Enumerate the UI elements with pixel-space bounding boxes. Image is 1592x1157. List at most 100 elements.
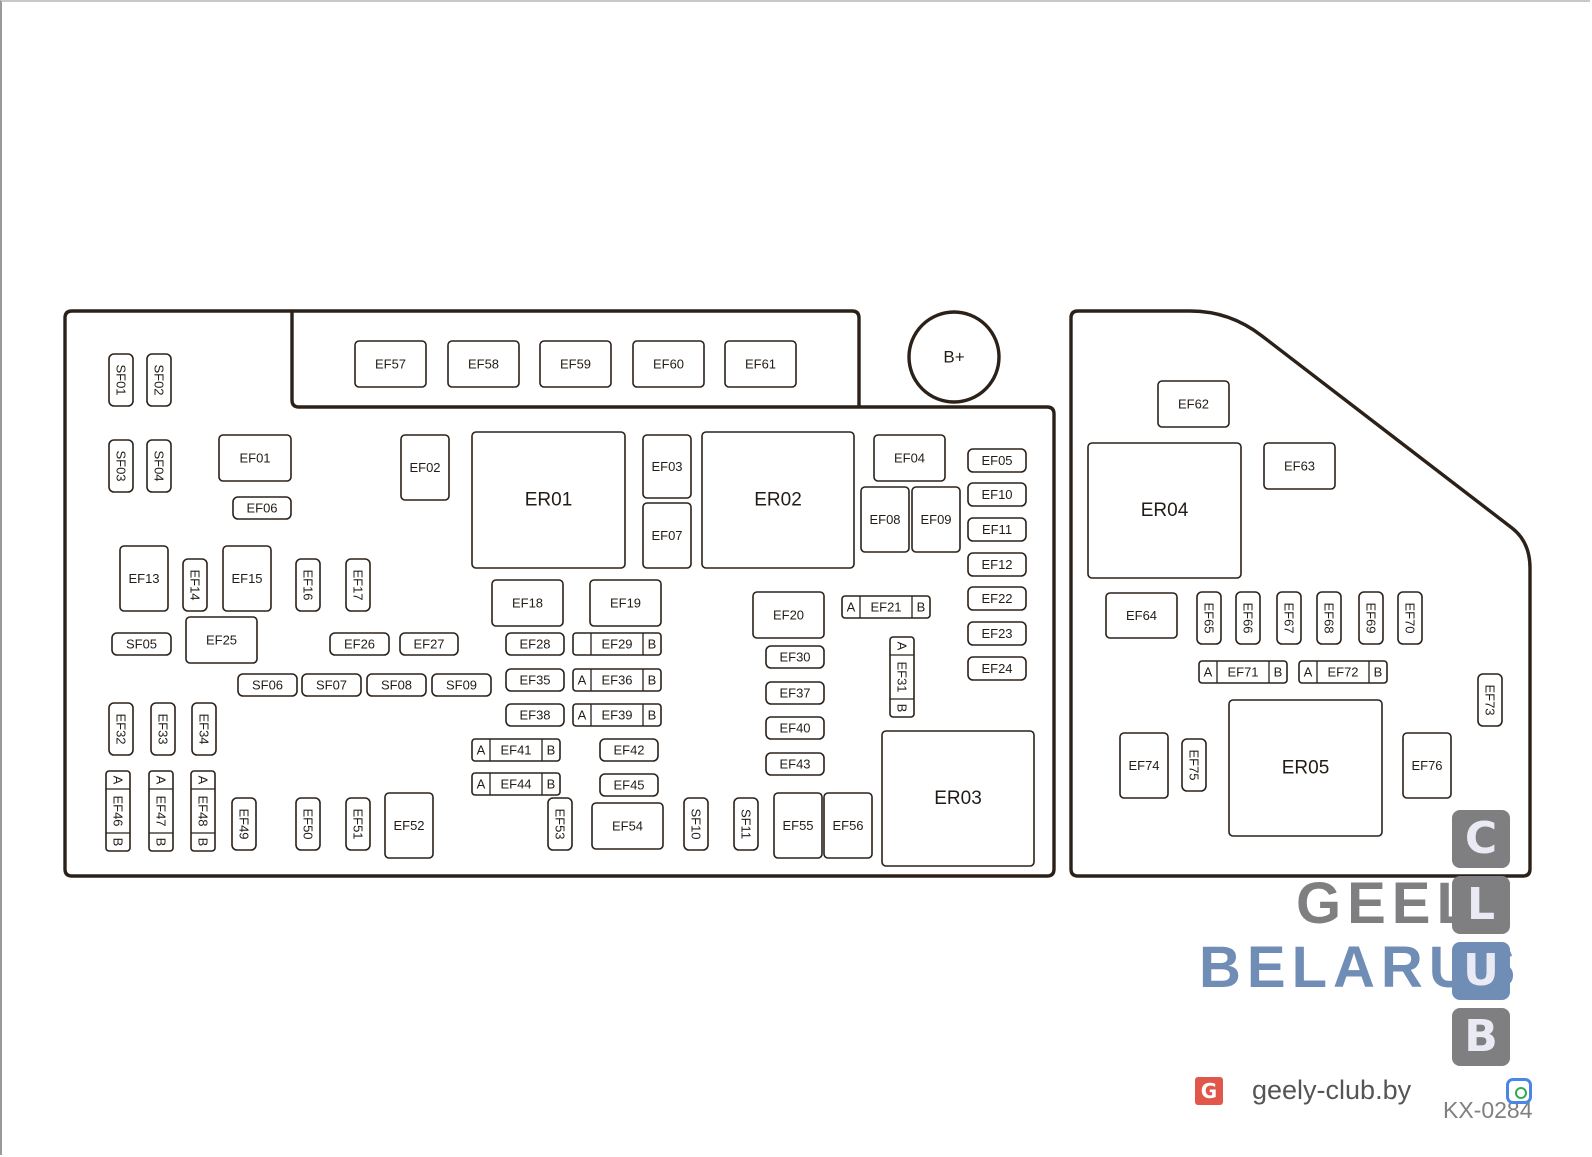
ef48-pin-a: A bbox=[196, 776, 211, 785]
ef45-fuse[interactable]: EF45 bbox=[599, 773, 659, 797]
ef52-fuse[interactable]: EF52 bbox=[384, 792, 434, 859]
ef67-fuse[interactable]: EF67 bbox=[1276, 591, 1302, 645]
sf02-fuse[interactable]: SF02 bbox=[146, 353, 172, 407]
sf01-fuse[interactable]: SF01 bbox=[108, 353, 134, 407]
ef69-fuse[interactable]: EF69 bbox=[1358, 591, 1384, 645]
ef57-fuse[interactable]: EF57 bbox=[354, 340, 427, 388]
ef61-fuse[interactable]: EF61 bbox=[724, 340, 797, 388]
ef64-fuse[interactable]: EF64 bbox=[1105, 592, 1178, 639]
ef51-fuse[interactable]: EF51 bbox=[345, 797, 371, 851]
ef22-fuse[interactable]: EF22 bbox=[967, 586, 1027, 611]
er04-relay[interactable]: ER04 bbox=[1087, 442, 1242, 579]
er05-relay[interactable]: ER05 bbox=[1228, 699, 1383, 837]
sf04-fuse[interactable]: SF04 bbox=[146, 439, 172, 493]
sf10-fuse[interactable]: SF10 bbox=[683, 797, 709, 851]
ef76-fuse[interactable]: EF76 bbox=[1402, 732, 1452, 799]
ef50-fuse[interactable]: EF50 bbox=[295, 797, 321, 851]
ef15-fuse[interactable]: EF15 bbox=[222, 545, 272, 612]
er01-relay[interactable]: ER01 bbox=[471, 431, 626, 569]
ef65-fuse[interactable]: EF65 bbox=[1196, 591, 1222, 645]
ef16-label: EF16 bbox=[301, 569, 316, 600]
ef40-fuse[interactable]: EF40 bbox=[765, 716, 825, 740]
ef70-fuse[interactable]: EF70 bbox=[1397, 591, 1423, 645]
ef43-fuse[interactable]: EF43 bbox=[765, 752, 825, 776]
sf08-fuse[interactable]: SF08 bbox=[366, 673, 427, 697]
ef18-fuse[interactable]: EF18 bbox=[491, 579, 564, 627]
ef23-fuse[interactable]: EF23 bbox=[967, 621, 1027, 646]
ef01-fuse[interactable]: EF01 bbox=[218, 434, 292, 482]
ef24-fuse[interactable]: EF24 bbox=[967, 656, 1027, 681]
ef03-fuse[interactable]: EF03 bbox=[642, 434, 692, 499]
ef10-fuse[interactable]: EF10 bbox=[967, 482, 1027, 507]
ef04-fuse[interactable]: EF04 bbox=[873, 434, 946, 482]
ef35-fuse[interactable]: EF35 bbox=[505, 668, 565, 692]
ef26-label: EF26 bbox=[344, 637, 375, 652]
er03-relay[interactable]: ER03 bbox=[881, 730, 1035, 867]
ef66-fuse[interactable]: EF66 bbox=[1235, 591, 1261, 645]
ef63-fuse[interactable]: EF63 bbox=[1263, 442, 1336, 490]
ef04-label: EF04 bbox=[894, 451, 925, 466]
ef56-fuse[interactable]: EF56 bbox=[823, 792, 873, 859]
ef17-body bbox=[345, 558, 371, 612]
ef14-fuse[interactable]: EF14 bbox=[182, 558, 208, 612]
ef74-fuse[interactable]: EF74 bbox=[1119, 732, 1169, 799]
sf11-fuse[interactable]: SF11 bbox=[733, 797, 759, 851]
ef05-fuse[interactable]: EF05 bbox=[967, 448, 1027, 473]
sf07-fuse[interactable]: SF07 bbox=[301, 673, 362, 697]
ef09-fuse[interactable]: EF09 bbox=[911, 486, 961, 553]
ef58-fuse[interactable]: EF58 bbox=[447, 340, 520, 388]
ef49-fuse[interactable]: EF49 bbox=[231, 797, 257, 851]
sf05-fuse[interactable]: SF05 bbox=[111, 632, 172, 656]
ef34-fuse[interactable]: EF34 bbox=[191, 702, 217, 756]
ef32-fuse[interactable]: EF32 bbox=[108, 702, 134, 756]
ef12-fuse[interactable]: EF12 bbox=[967, 552, 1027, 577]
sf03-fuse[interactable]: SF03 bbox=[108, 439, 134, 493]
ef62-fuse[interactable]: EF62 bbox=[1157, 380, 1230, 428]
er02-relay[interactable]: ER02 bbox=[701, 431, 855, 569]
ef26-body bbox=[329, 632, 390, 656]
ef07-fuse[interactable]: EF07 bbox=[642, 502, 692, 569]
ef25-fuse[interactable]: EF25 bbox=[185, 616, 258, 664]
ef30-fuse[interactable]: EF30 bbox=[765, 645, 825, 669]
ef33-fuse[interactable]: EF33 bbox=[150, 702, 176, 756]
ef75-fuse[interactable]: EF75 bbox=[1181, 738, 1207, 792]
sf06-fuse[interactable]: SF06 bbox=[237, 673, 298, 697]
ef59-fuse[interactable]: EF59 bbox=[539, 340, 612, 388]
ef11-fuse[interactable]: EF11 bbox=[967, 517, 1027, 542]
ef16-fuse[interactable]: EF16 bbox=[295, 558, 321, 612]
ef08-fuse[interactable]: EF08 bbox=[860, 486, 910, 553]
ef42-fuse[interactable]: EF42 bbox=[599, 738, 659, 762]
ef06-fuse[interactable]: EF06 bbox=[232, 496, 292, 520]
ef02-fuse[interactable]: EF02 bbox=[400, 434, 450, 501]
ef36-label: EF36 bbox=[601, 673, 632, 688]
ef17-fuse[interactable]: EF17 bbox=[345, 558, 371, 612]
ef37-fuse[interactable]: EF37 bbox=[765, 681, 825, 705]
ef04-body bbox=[873, 434, 946, 482]
ef27-fuse[interactable]: EF27 bbox=[399, 632, 459, 656]
ef28-fuse[interactable]: EF28 bbox=[505, 632, 565, 656]
ef73-fuse[interactable]: EF73 bbox=[1477, 673, 1503, 727]
ef13-fuse[interactable]: EF13 bbox=[119, 545, 169, 612]
ef19-fuse[interactable]: EF19 bbox=[589, 579, 662, 627]
ef20-fuse[interactable]: EF20 bbox=[752, 591, 825, 639]
sf09-fuse[interactable]: SF09 bbox=[431, 673, 492, 697]
ef68-fuse[interactable]: EF68 bbox=[1316, 591, 1342, 645]
ef54-fuse[interactable]: EF54 bbox=[591, 802, 664, 850]
ef60-fuse[interactable]: EF60 bbox=[632, 340, 705, 388]
ef53-fuse[interactable]: EF53 bbox=[547, 797, 573, 851]
ef26-fuse[interactable]: EF26 bbox=[329, 632, 390, 656]
ef38-fuse[interactable]: EF38 bbox=[505, 703, 565, 727]
ef55-fuse[interactable]: EF55 bbox=[773, 792, 823, 859]
